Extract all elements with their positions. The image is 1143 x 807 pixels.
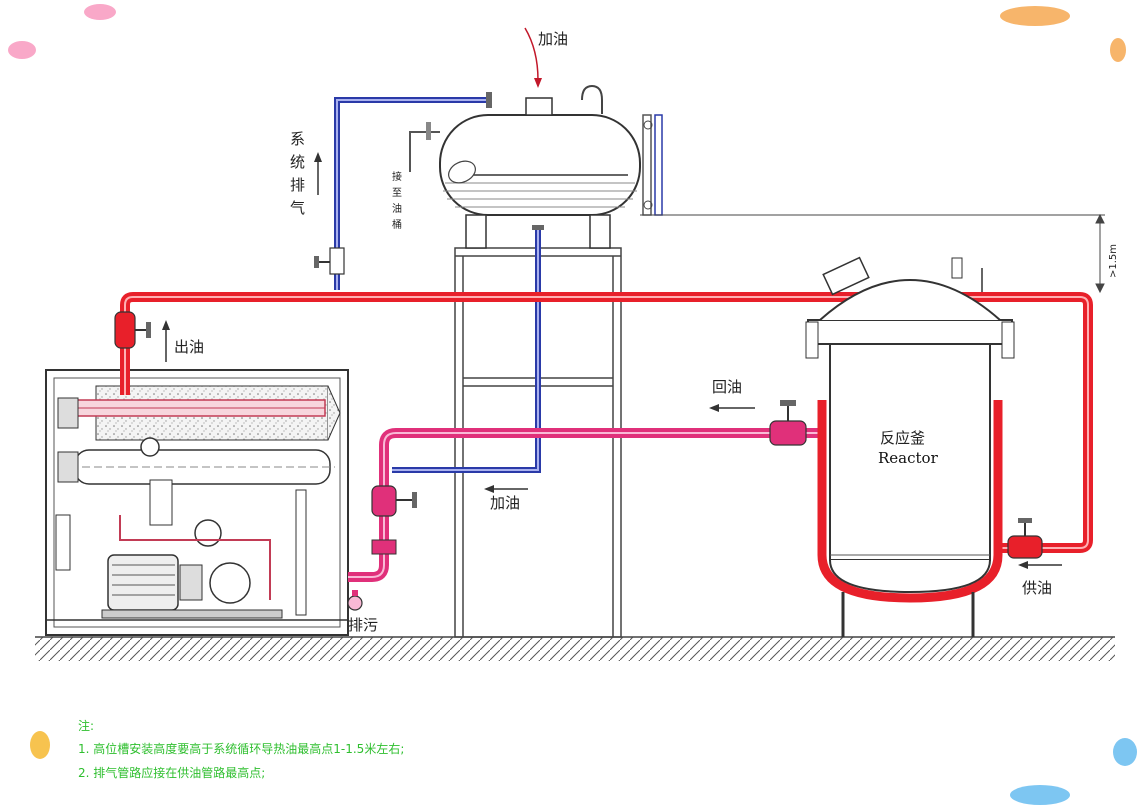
ground xyxy=(35,636,1115,661)
decorative-corners xyxy=(8,4,1137,805)
label-drum-2: 至 xyxy=(392,187,402,199)
heater-cabinet xyxy=(45,369,349,636)
label-oil-return: 回油 xyxy=(712,378,742,396)
label-height: >1.5m xyxy=(1108,244,1119,278)
oil-outlet-pipe xyxy=(114,292,1093,559)
label-exhaust-3: 排 xyxy=(290,176,305,194)
label-reactor-en: Reactor xyxy=(878,449,939,467)
label-exhaust-1: 系 xyxy=(290,130,305,148)
fill-pipe xyxy=(392,225,544,473)
exhaust-pipe xyxy=(314,92,492,290)
label-exhaust-2: 统 xyxy=(290,153,305,171)
label-fill-top: 加油 xyxy=(538,30,568,48)
label-drum-1: 接 xyxy=(392,170,402,183)
notes: 注: 1. 高位槽安装高度要高于系统循环导热油最高点1-1.5米左右; 2. 排… xyxy=(78,718,404,780)
labels: 加油 系 统 排 气 接 至 油 桶 出油 回油 加油 反应釜 Reactor … xyxy=(174,30,1119,634)
label-fill-bottom: 加油 xyxy=(490,494,520,512)
notes-title: 注: xyxy=(78,718,94,733)
notes-line-2: 2. 排气管路应接在供油管路最高点; xyxy=(78,765,265,780)
oil-return-pipe xyxy=(347,400,820,611)
reactor-vessel xyxy=(805,256,1015,637)
head-tank xyxy=(409,84,663,249)
label-reactor-cn: 反应釜 xyxy=(880,429,925,447)
label-exhaust-4: 气 xyxy=(290,199,305,217)
label-oil-out: 出油 xyxy=(174,338,204,356)
label-drain: 排污 xyxy=(348,616,378,634)
label-drum-3: 油 xyxy=(392,202,402,215)
label-supply: 供油 xyxy=(1022,579,1052,597)
notes-line-1: 1. 高位槽安装高度要高于系统循环导热油最高点1-1.5米左右; xyxy=(78,741,404,756)
flow-arrows xyxy=(162,27,1062,569)
label-drum-4: 桶 xyxy=(392,218,402,231)
height-dimension xyxy=(640,213,1105,294)
